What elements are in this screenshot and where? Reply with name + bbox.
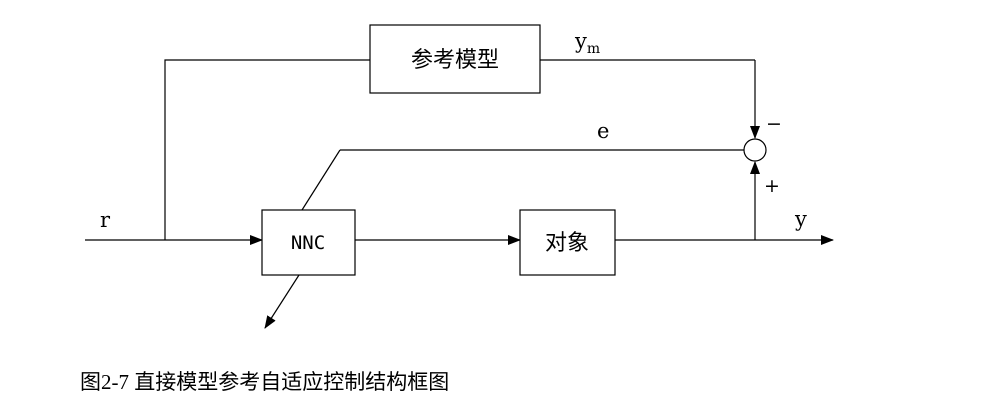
- error-diagonal-wire: [301, 149, 341, 211]
- plant-box: [519, 209, 616, 276]
- input-signal-label: r: [100, 208, 111, 232]
- reference-output-base: y: [574, 29, 587, 53]
- summing-junction: [743, 138, 767, 162]
- nnc-label: NNC: [291, 232, 325, 254]
- reference-input-wire: [164, 59, 370, 240]
- reference-output-signal-label: ym: [574, 29, 600, 57]
- nnc-box: [261, 209, 356, 276]
- plant-label: 对象: [545, 230, 589, 255]
- error-signal-label: e: [597, 119, 609, 143]
- reference-model-label: 参考模型: [411, 47, 499, 72]
- reference-output-subscript: m: [587, 41, 600, 57]
- plus-sign: +: [764, 175, 780, 197]
- adaptation-wire: [264, 274, 300, 329]
- minus-sign: −: [766, 113, 782, 135]
- output-signal-label: y: [794, 207, 807, 231]
- reference-model-box: [369, 24, 541, 94]
- figure-caption: 图2-7 直接模型参考自适应控制结构框图: [80, 370, 450, 394]
